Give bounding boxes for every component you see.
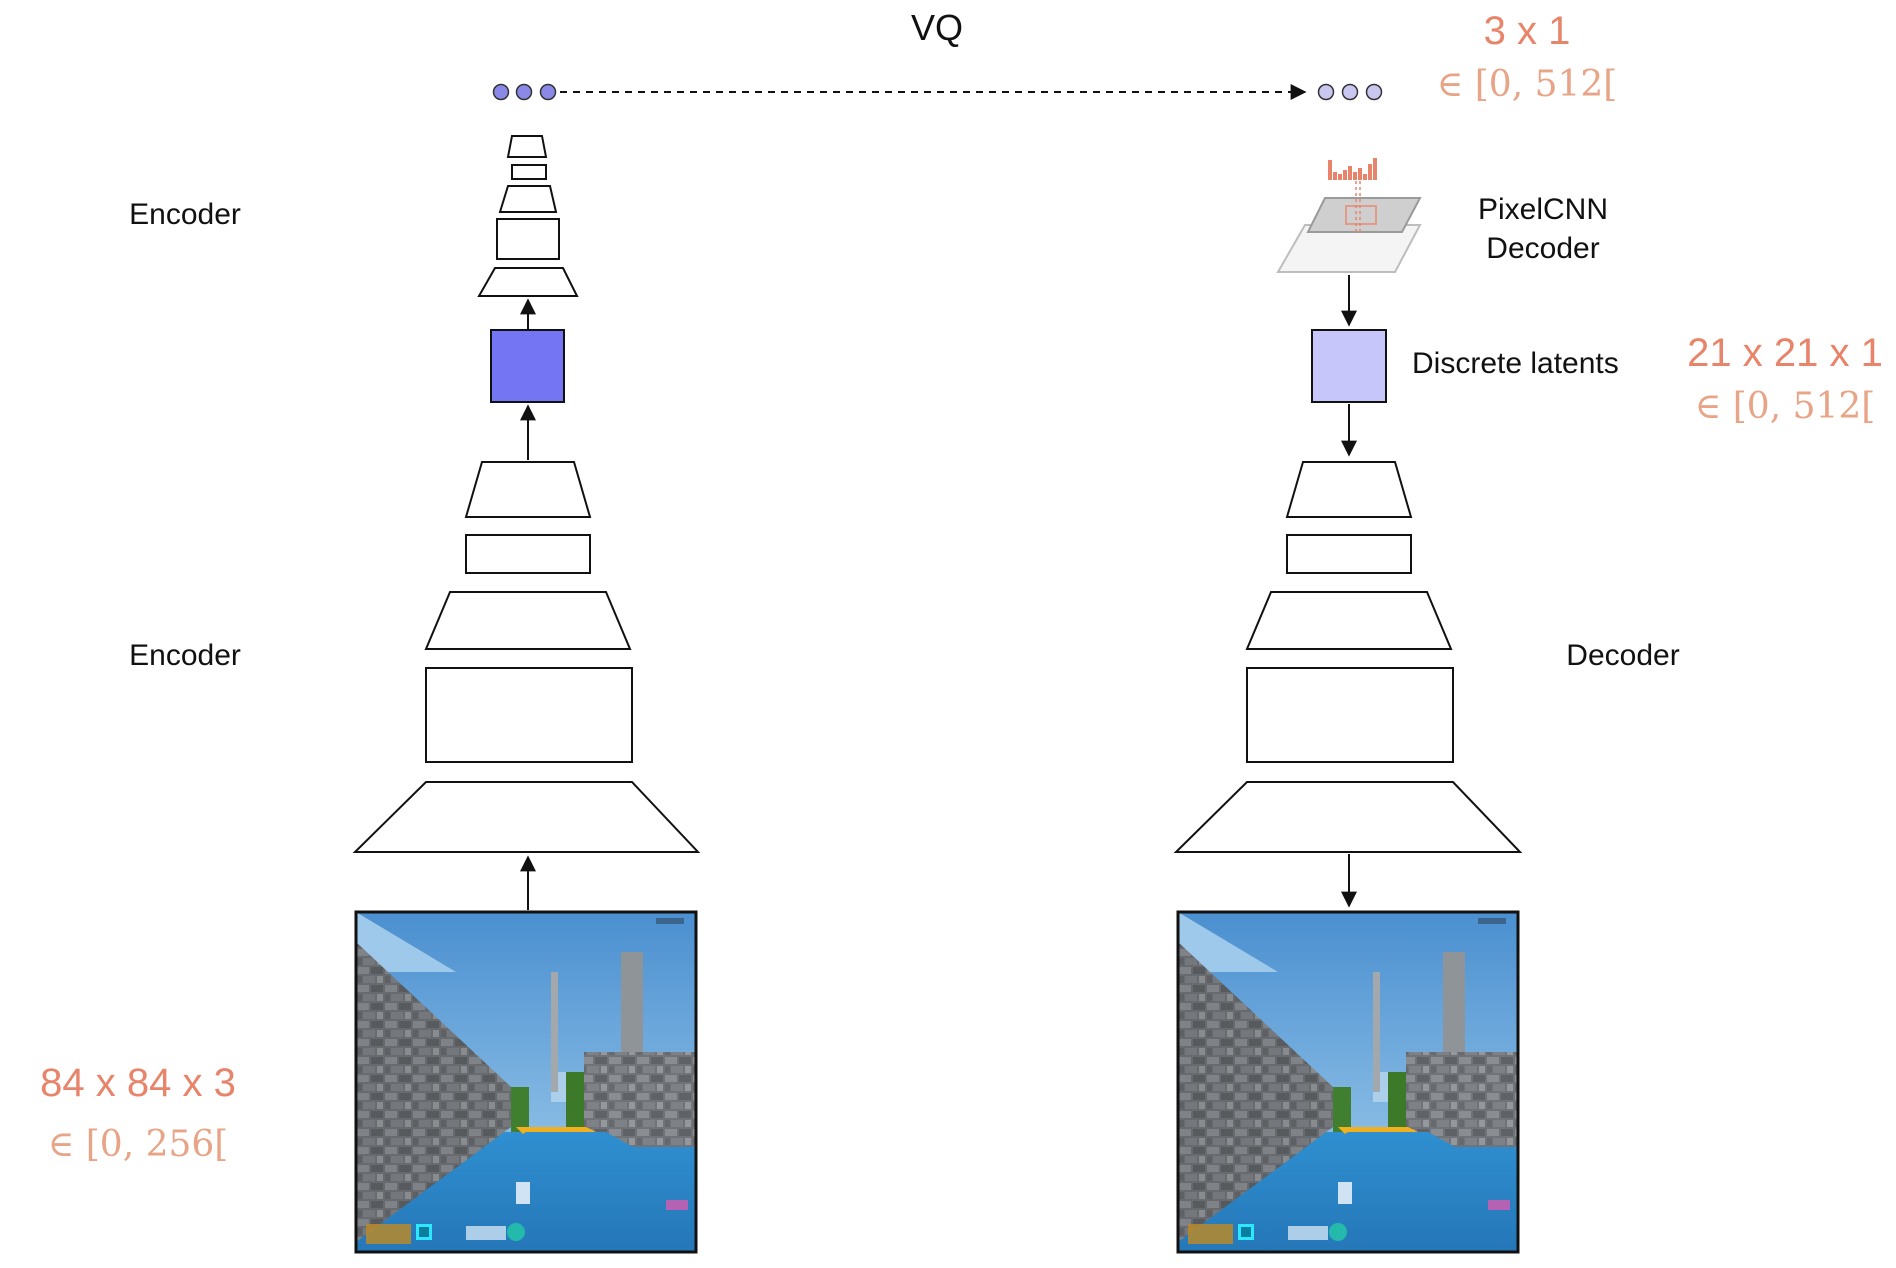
- decoder-layer-3: [1245, 591, 1453, 650]
- decoder-stack: [1173, 461, 1523, 853]
- code-dot-icon: [1317, 83, 1335, 101]
- code-vector-right: [1317, 83, 1383, 101]
- encoder-top-label: Encoder: [129, 198, 241, 231]
- code-dot-icon: [1365, 83, 1383, 101]
- latent-range-label: ∈ [0, 512[: [1695, 386, 1876, 427]
- decoder-layer-1: [1285, 461, 1413, 518]
- decoder-layer-2: [1286, 534, 1412, 574]
- pixelcnn-label-line1: PixelCNN: [1478, 193, 1608, 226]
- top-encoder-layer-2: [511, 164, 547, 180]
- encoder-layer-1: [464, 461, 592, 518]
- input-range-label: ∈ [0, 256[: [48, 1124, 229, 1165]
- pixelcnn-label-line2: Decoder: [1486, 232, 1599, 265]
- code-vector-left: [492, 83, 557, 101]
- code-dot-icon: [515, 83, 533, 101]
- encoder-bottom-label: Encoder: [129, 639, 241, 672]
- decoder-label: Decoder: [1566, 639, 1679, 672]
- continuous-latents-box: [490, 329, 565, 403]
- top-encoder-layer-4: [496, 218, 560, 260]
- input-dim-label: 84 x 84 x 3: [40, 1061, 236, 1105]
- discrete-latents-label: Discrete latents: [1412, 347, 1619, 380]
- latent-dim-label: 21 x 21 x 1: [1687, 331, 1883, 375]
- encoder-layer-4: [425, 667, 633, 763]
- input-frame: [354, 910, 698, 1254]
- histogram-icon: [1328, 158, 1377, 180]
- code-dot-icon: [492, 83, 510, 101]
- encoder-layer-5: [352, 781, 701, 853]
- vq-title: VQ: [911, 7, 963, 48]
- encoder-stack: [352, 461, 701, 853]
- code-dot-icon: [539, 83, 557, 101]
- code-range-label: ∈ [0, 512[: [1437, 64, 1618, 105]
- top-encoder-layer-5: [477, 267, 579, 297]
- code-dot-icon: [1341, 83, 1359, 101]
- code-dim-label: 3 x 1: [1484, 9, 1571, 53]
- pixelcnn-plane-icon: [1276, 175, 1422, 273]
- top-encoder-layer-1: [506, 135, 548, 158]
- encoder-layer-3: [424, 591, 632, 650]
- encoder-layer-2: [465, 534, 591, 574]
- output-frame: [1176, 910, 1520, 1254]
- top-encoder: [477, 135, 579, 297]
- decoder-layer-5: [1173, 781, 1523, 853]
- top-encoder-layer-3: [498, 185, 558, 213]
- discrete-latents-box: [1311, 329, 1387, 403]
- decoder-layer-4: [1246, 667, 1454, 763]
